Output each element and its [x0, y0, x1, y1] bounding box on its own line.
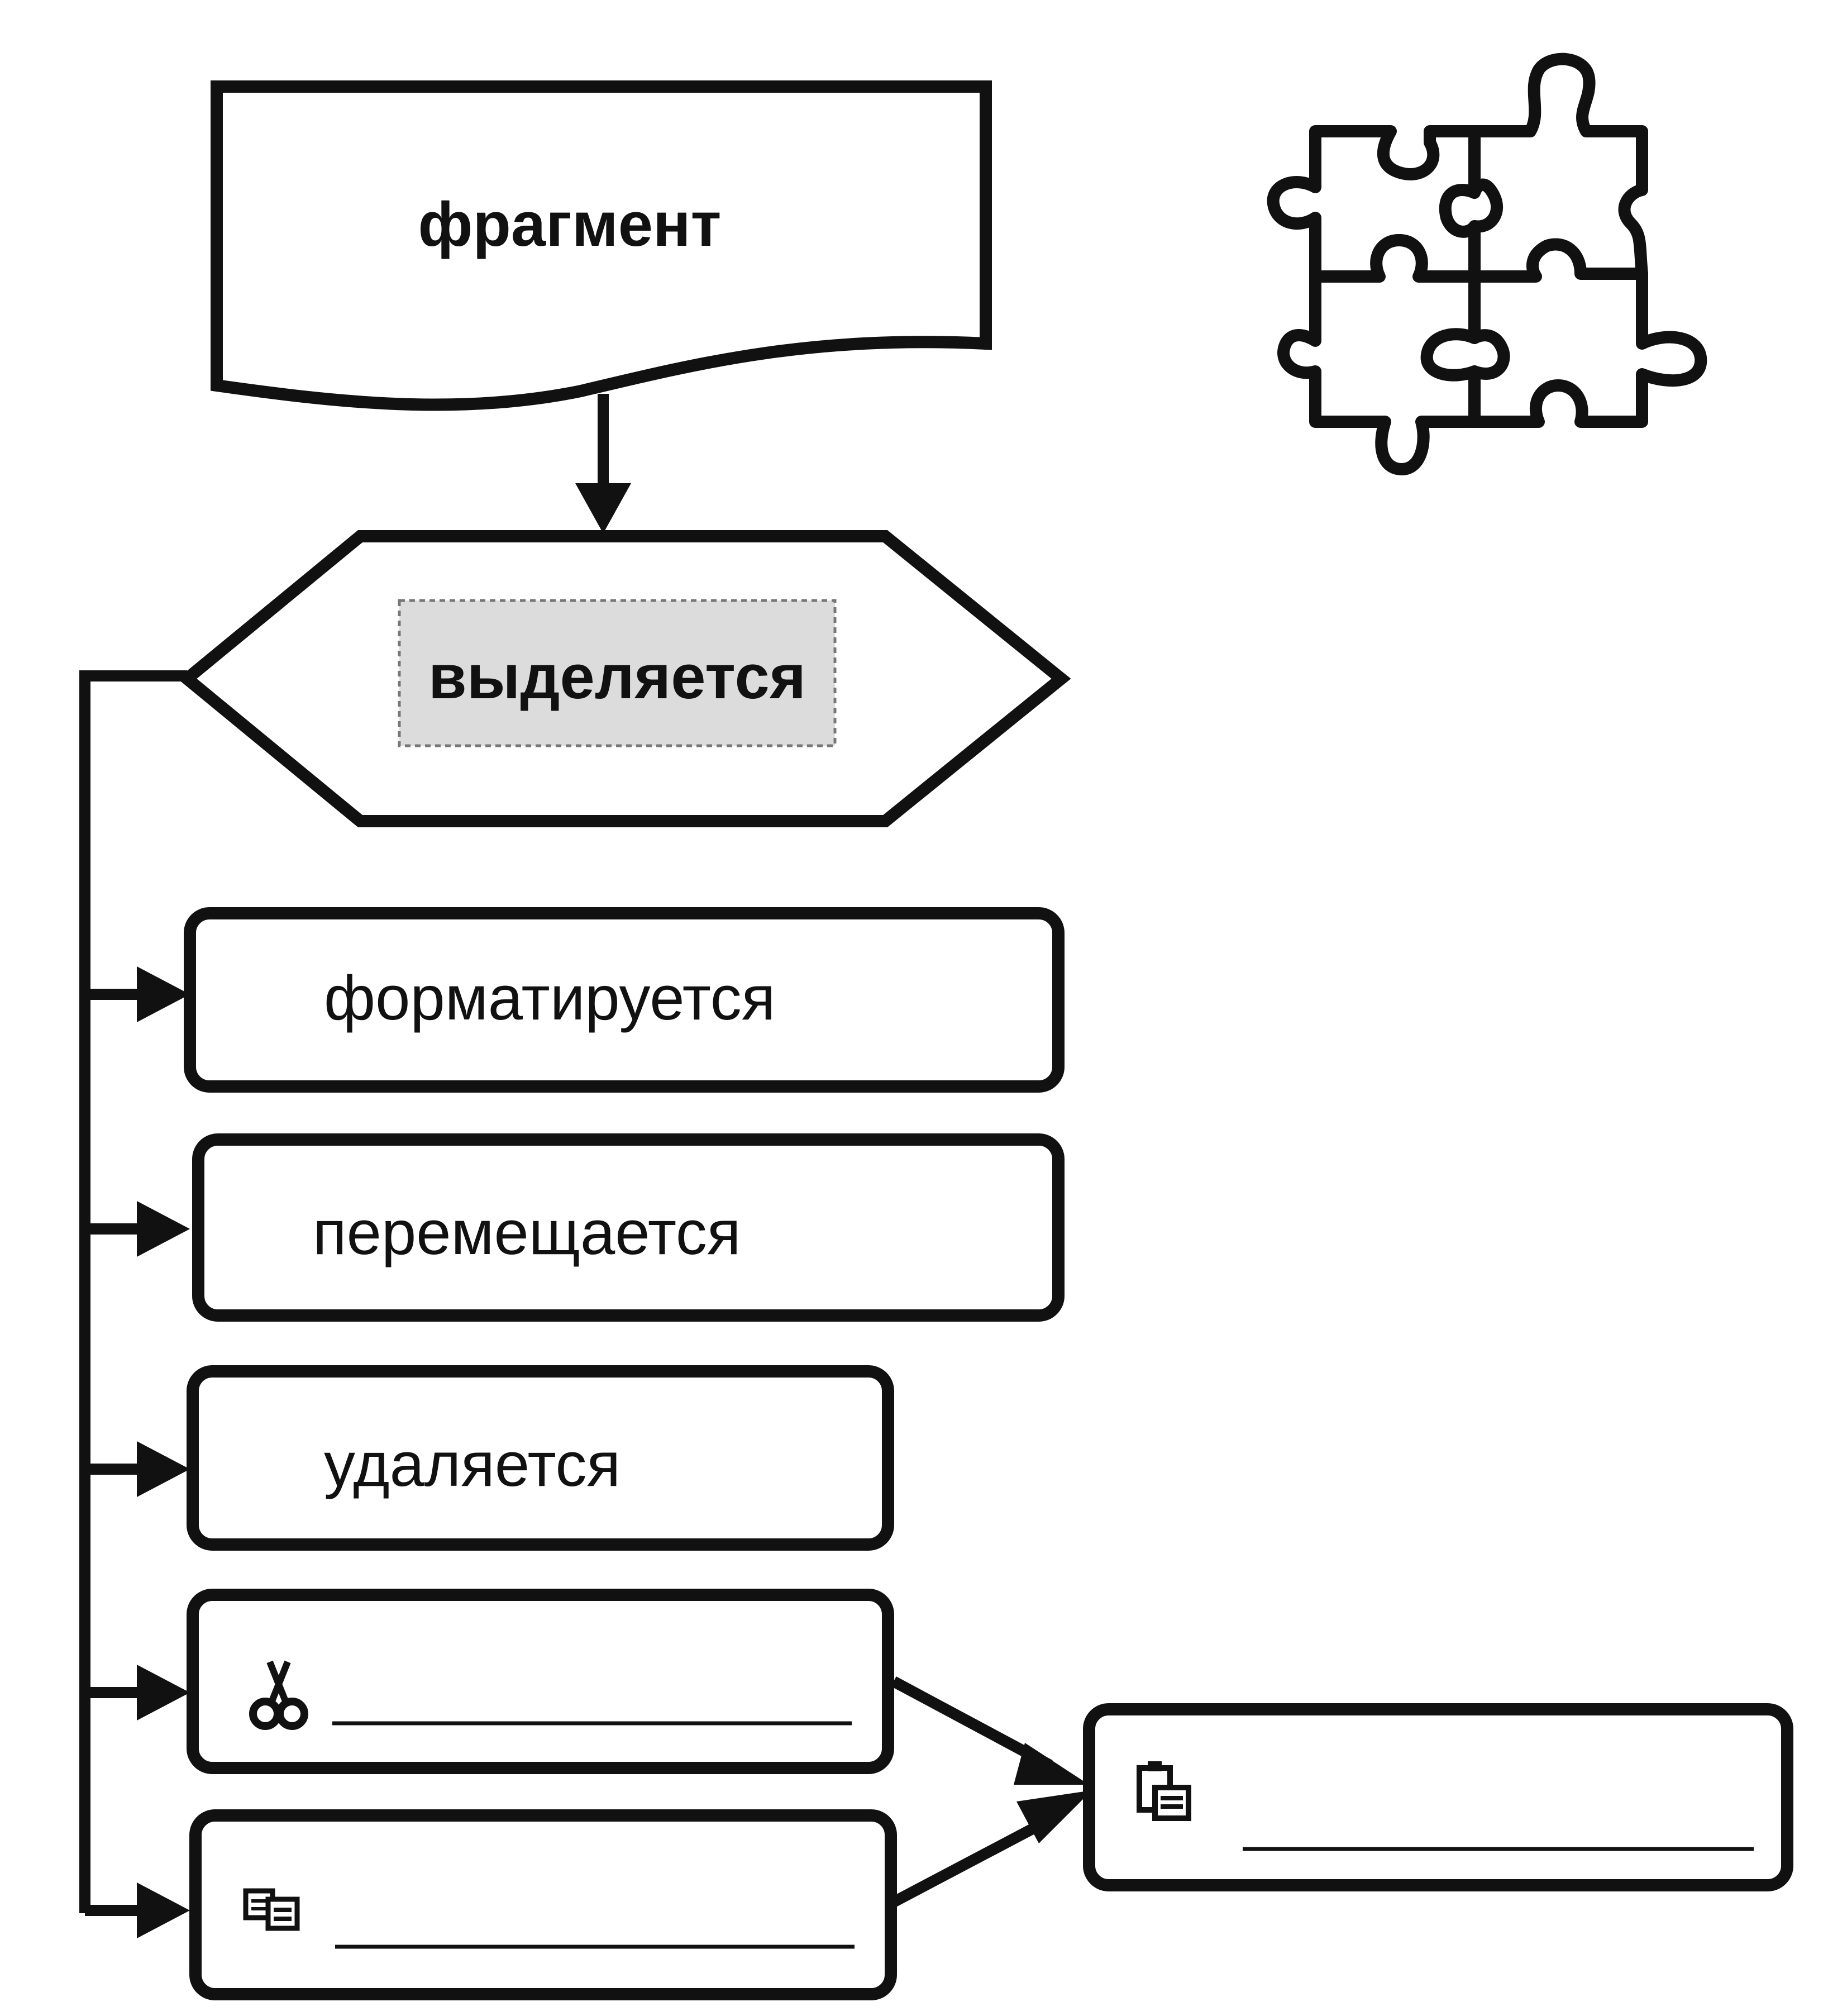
action-box-delete: удаляется: [187, 1365, 894, 1551]
action-label-format: форматируется: [324, 963, 775, 1033]
highlight-box: [398, 599, 837, 747]
decision-node: выделяется: [177, 530, 1071, 827]
branch-connector: [79, 670, 187, 1913]
action-box-format: форматируется: [184, 907, 1065, 1093]
branch-arrow-delete: [85, 1441, 190, 1497]
branch-arrow-format: [85, 966, 190, 1022]
branch-arrow-copy: [85, 1882, 190, 1938]
action-box-paste: [1083, 1703, 1793, 1891]
arrow-document-to-decision: [575, 394, 631, 533]
decision-node-label: выделяется: [428, 642, 806, 712]
action-box-copy: [189, 1809, 897, 2000]
scissors-icon: [249, 1660, 308, 1730]
action-label-delete: удаляется: [324, 1429, 621, 1499]
arrow-copy-to-paste: [891, 1790, 1092, 1907]
document-node-label: фрагмент: [418, 189, 722, 259]
document-node: фрагмент: [211, 80, 992, 411]
action-box-cut: [187, 1589, 894, 1774]
branch-arrow-cut: [85, 1665, 190, 1720]
arrow-cut-to-paste: [891, 1676, 1089, 1785]
copy-icon: [243, 1888, 300, 1931]
branch-arrow-move: [85, 1201, 190, 1257]
action-label-move: перемещается: [313, 1198, 741, 1267]
action-box-move: перемещается: [192, 1133, 1065, 1322]
paste-icon: [1137, 1761, 1191, 1821]
puzzle-icon: [1267, 53, 1707, 475]
